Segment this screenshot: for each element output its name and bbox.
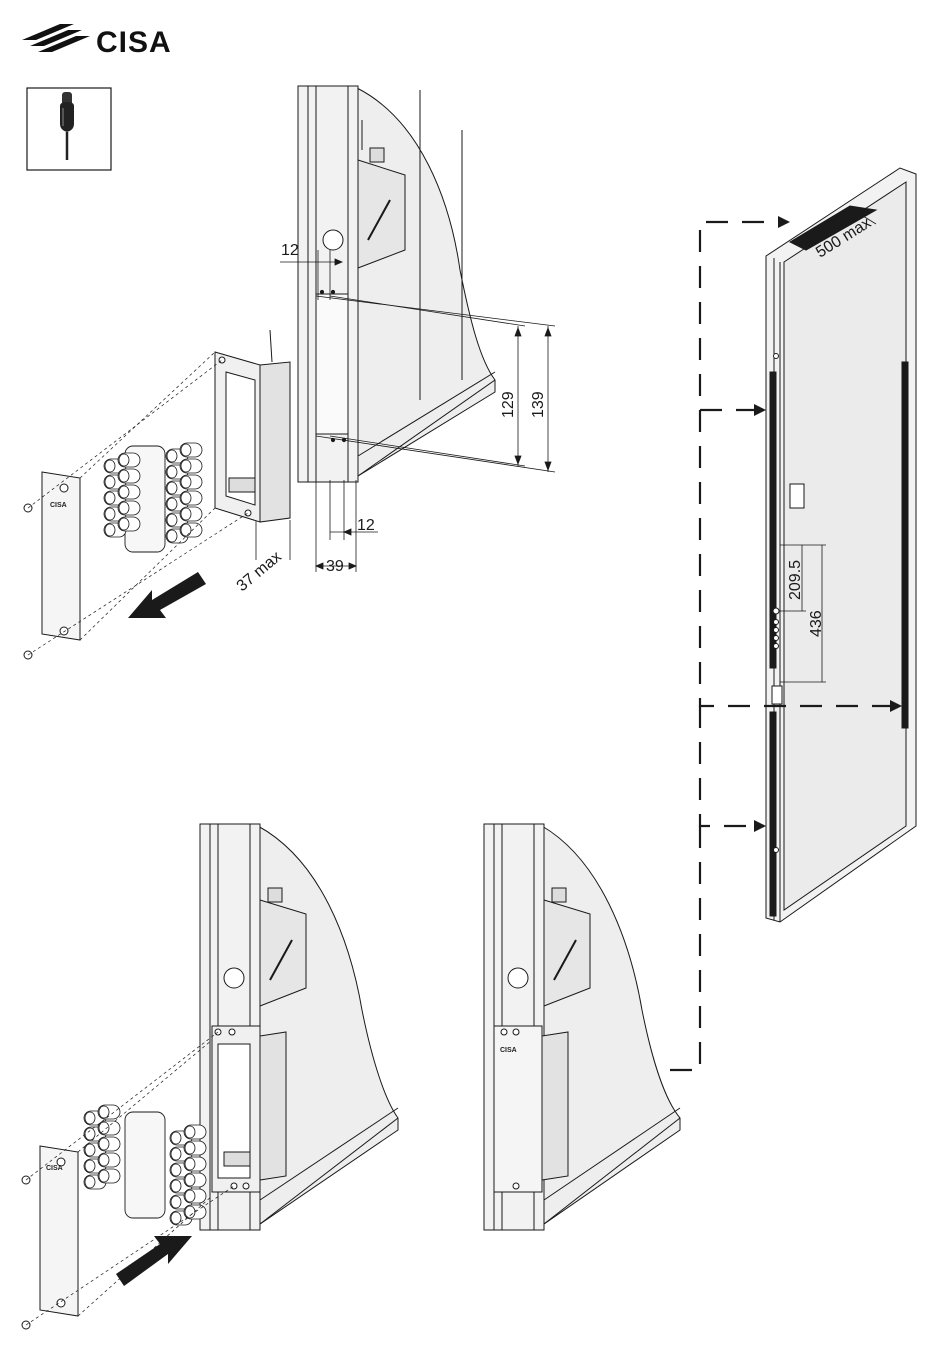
cover-plate-bottom: CISA: [22, 1146, 78, 1329]
plate-brand-installed: CISA: [500, 1047, 517, 1054]
plate-brand-top: CISA: [50, 502, 67, 509]
tool-box: [27, 88, 111, 170]
logo-text: CISA: [96, 26, 172, 59]
dim-209-5: 209.5: [787, 560, 804, 600]
top-door-section: [298, 86, 495, 482]
battery-cell-end: [171, 1132, 181, 1144]
battery-cell-end: [167, 498, 177, 510]
battery-cell-end: [99, 1170, 109, 1182]
battery-cell-end: [105, 492, 115, 504]
cover-plate-top: CISA: [24, 472, 80, 659]
battery-cell-end: [105, 508, 115, 520]
battery-cell-end: [181, 492, 191, 504]
battery-cell-end: [119, 518, 129, 530]
arrow-insert-icon: [116, 1236, 192, 1286]
battery-cell-end: [181, 476, 191, 488]
plate-brand-bottom: CISA: [46, 1165, 63, 1172]
battery-cell-end: [171, 1164, 181, 1176]
bottom-middle-door-section: CISA: [484, 824, 680, 1230]
battery-cell-end: [181, 444, 191, 456]
battery-cell-end: [99, 1154, 109, 1166]
battery-cell-end: [167, 466, 177, 478]
battery-cell-end: [85, 1176, 95, 1188]
battery-cell-end: [119, 502, 129, 514]
dim-39: 39: [326, 558, 344, 575]
battery-cell-end: [167, 530, 177, 542]
battery-cell-end: [105, 476, 115, 488]
battery-cell-end: [171, 1180, 181, 1192]
battery-cell-end: [119, 454, 129, 466]
battery-cell-end: [171, 1148, 181, 1160]
battery-cell-end: [185, 1142, 195, 1154]
battery-cell-end: [181, 460, 191, 472]
battery-housing-top: [215, 330, 290, 522]
dim-12-top: 12: [281, 242, 299, 259]
battery-cell-end: [167, 482, 177, 494]
arrow-remove-icon: [128, 572, 206, 618]
battery-cell-end: [167, 514, 177, 526]
logo-stripes-icon: [22, 24, 90, 52]
battery-cell-end: [185, 1190, 195, 1202]
battery-cell-end: [85, 1160, 95, 1172]
battery-cell-end: [105, 460, 115, 472]
battery-cell-end: [171, 1196, 181, 1208]
battery-cell-end: [181, 524, 191, 536]
battery-cell-end: [171, 1212, 181, 1224]
battery-pack-bottom: [125, 1112, 165, 1218]
battery-cell-end: [99, 1106, 109, 1118]
battery-cell-end: [85, 1112, 95, 1124]
dim-129: 129: [500, 391, 517, 418]
battery-cell-end: [167, 450, 177, 462]
battery-cell-end: [185, 1174, 195, 1186]
battery-cell-end: [185, 1158, 195, 1170]
bottom-left-door-section: [200, 824, 398, 1230]
dim-12-bottom: 12: [357, 517, 375, 534]
brand-logo: CISA: [22, 24, 172, 59]
dim-436: 436: [808, 610, 825, 637]
battery-cell-end: [105, 524, 115, 536]
battery-cell-end: [185, 1206, 195, 1218]
battery-cell-end: [99, 1122, 109, 1134]
battery-cell-end: [85, 1144, 95, 1156]
battery-cell-end: [119, 470, 129, 482]
dim-37-max: 37 max: [234, 548, 285, 595]
battery-cell-end: [181, 508, 191, 520]
battery-cell-end: [119, 486, 129, 498]
battery-cell-end: [99, 1138, 109, 1150]
battery-cell-end: [185, 1126, 195, 1138]
dim-139: 139: [530, 391, 547, 418]
battery-cell-end: [85, 1128, 95, 1140]
